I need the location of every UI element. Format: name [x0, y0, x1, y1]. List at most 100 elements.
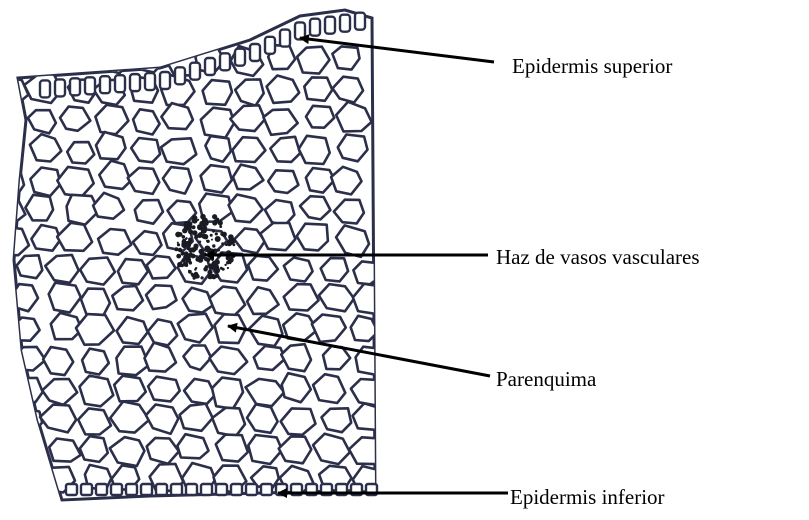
vascular-bundle-dot — [176, 254, 181, 259]
vascular-bundle-dot — [191, 273, 194, 276]
vascular-bundle-dot — [229, 261, 232, 264]
vascular-bundle-dot — [211, 239, 213, 241]
vascular-bundle-dot — [197, 225, 200, 228]
parenchyma-cell — [81, 289, 110, 315]
vascular-bundle-dot — [216, 218, 219, 221]
parenchyma-cell — [0, 105, 24, 132]
vascular-bundle-dot — [221, 242, 224, 245]
upper-epidermis-cell — [85, 77, 95, 94]
parenchyma-cell — [8, 435, 38, 463]
lower-epidermis-cell — [141, 484, 152, 495]
parenchyma-cell — [284, 258, 313, 282]
vascular-bundle-dot — [220, 267, 223, 270]
vascular-bundle-dot — [216, 271, 219, 274]
parenchyma-cell — [177, 434, 208, 458]
vascular-bundle-dot — [192, 215, 198, 221]
parenchyma-cell — [96, 132, 126, 159]
lower-epidermis-cell — [231, 484, 242, 495]
parenchyma-cell — [25, 195, 53, 221]
vascular-bundle-dot — [199, 249, 205, 255]
parenchyma-cell — [66, 48, 93, 71]
vascular-bundle-dot — [182, 240, 185, 243]
lower-epidermis-cell — [126, 484, 137, 495]
upper-epidermis-cell — [340, 15, 350, 32]
upper-epidermis-cell — [145, 73, 155, 90]
lower-epidermis-cell — [96, 484, 107, 495]
parenchyma-cell — [322, 408, 352, 432]
vascular-bundle-dot — [212, 230, 215, 233]
vascular-bundle-dot — [187, 247, 190, 250]
label-vascular-bundle: Haz de vasos vasculares — [496, 247, 700, 268]
parenchyma-cell — [148, 377, 180, 402]
parenchyma-cell — [353, 261, 381, 284]
upper-epidermis-cell — [205, 58, 215, 75]
parenchyma-cell — [147, 256, 176, 279]
vascular-bundle-dot — [203, 234, 208, 239]
vascular-bundle-dot — [227, 267, 229, 269]
vascular-bundle-dot — [211, 259, 213, 261]
vascular-bundle-dot — [189, 225, 192, 228]
upper-epidermis-cell — [160, 72, 170, 89]
lower-epidermis-cell — [66, 484, 77, 495]
upper-epidermis-cell — [235, 49, 245, 66]
parenchyma-cell — [0, 48, 24, 72]
vascular-bundle-dot — [206, 240, 208, 242]
vascular-bundle-dot — [186, 255, 190, 259]
vascular-bundle-dot — [207, 270, 212, 275]
upper-epidermis-cell — [295, 22, 305, 39]
vascular-bundle-dot — [204, 246, 210, 252]
parenchyma-cell — [203, 80, 232, 105]
upper-epidermis-cell — [175, 67, 185, 84]
vascular-bundle-dot — [195, 257, 200, 262]
vascular-bundle-dot — [194, 268, 196, 270]
vascular-bundle-dot — [188, 238, 192, 242]
vascular-bundle-dot — [208, 274, 213, 279]
vascular-bundle-dot — [178, 248, 182, 252]
label-lower-epidermis: Epidermis inferior — [510, 487, 665, 508]
parenchyma-cell — [297, 224, 328, 251]
parenchyma-cell — [114, 376, 146, 402]
vascular-bundle-dot — [212, 244, 215, 247]
vascular-bundle-dot — [188, 270, 190, 272]
vascular-bundle-dot — [200, 259, 202, 261]
upper-epidermis-cell — [220, 53, 230, 70]
vascular-bundle-dot — [177, 243, 180, 246]
lower-epidermis-cell — [156, 484, 167, 495]
label-parenchyma: Parenquima — [496, 369, 596, 390]
upper-epidermis-cell — [130, 74, 140, 91]
vascular-bundle-dot — [215, 232, 218, 235]
vascular-bundle-dot — [182, 235, 186, 239]
vascular-bundle-dot — [178, 263, 181, 266]
upper-epidermis-cell — [100, 76, 110, 93]
parenchyma-cell — [28, 49, 57, 71]
lower-epidermis-cell — [261, 484, 272, 495]
parenchyma-cell — [11, 469, 38, 493]
parenchyma-cell — [299, 136, 330, 164]
vascular-bundle-dot — [223, 233, 225, 235]
vascular-bundle-dot — [203, 267, 208, 272]
vascular-bundle-dot — [202, 226, 207, 231]
parenchyma-cell — [0, 139, 22, 163]
vascular-bundle-dot — [185, 264, 188, 267]
vascular-bundle-dot — [217, 249, 220, 252]
vascular-bundle-dot — [200, 214, 206, 220]
parenchyma-cell — [16, 378, 42, 402]
vascular-bundle-dot — [215, 236, 221, 242]
vascular-bundle-dot — [181, 251, 185, 255]
vascular-bundle-dot — [206, 258, 211, 263]
vascular-bundle-dot — [185, 238, 187, 240]
vascular-bundle-dot — [194, 273, 199, 278]
vascular-bundle-dot — [192, 230, 197, 235]
lower-epidermis-cell — [246, 484, 257, 495]
vascular-bundle-dot — [209, 264, 213, 268]
vascular-bundle-dot — [182, 243, 187, 248]
vascular-bundle-dot — [182, 258, 186, 262]
vascular-bundle-dot — [201, 276, 204, 279]
upper-epidermis-cell — [355, 13, 365, 30]
upper-epidermis-cell — [280, 30, 290, 47]
upper-epidermis-cell — [265, 37, 275, 54]
vascular-bundle-dot — [174, 247, 178, 251]
vascular-bundle-dot — [199, 241, 202, 244]
upper-epidermis-cell — [325, 17, 335, 34]
